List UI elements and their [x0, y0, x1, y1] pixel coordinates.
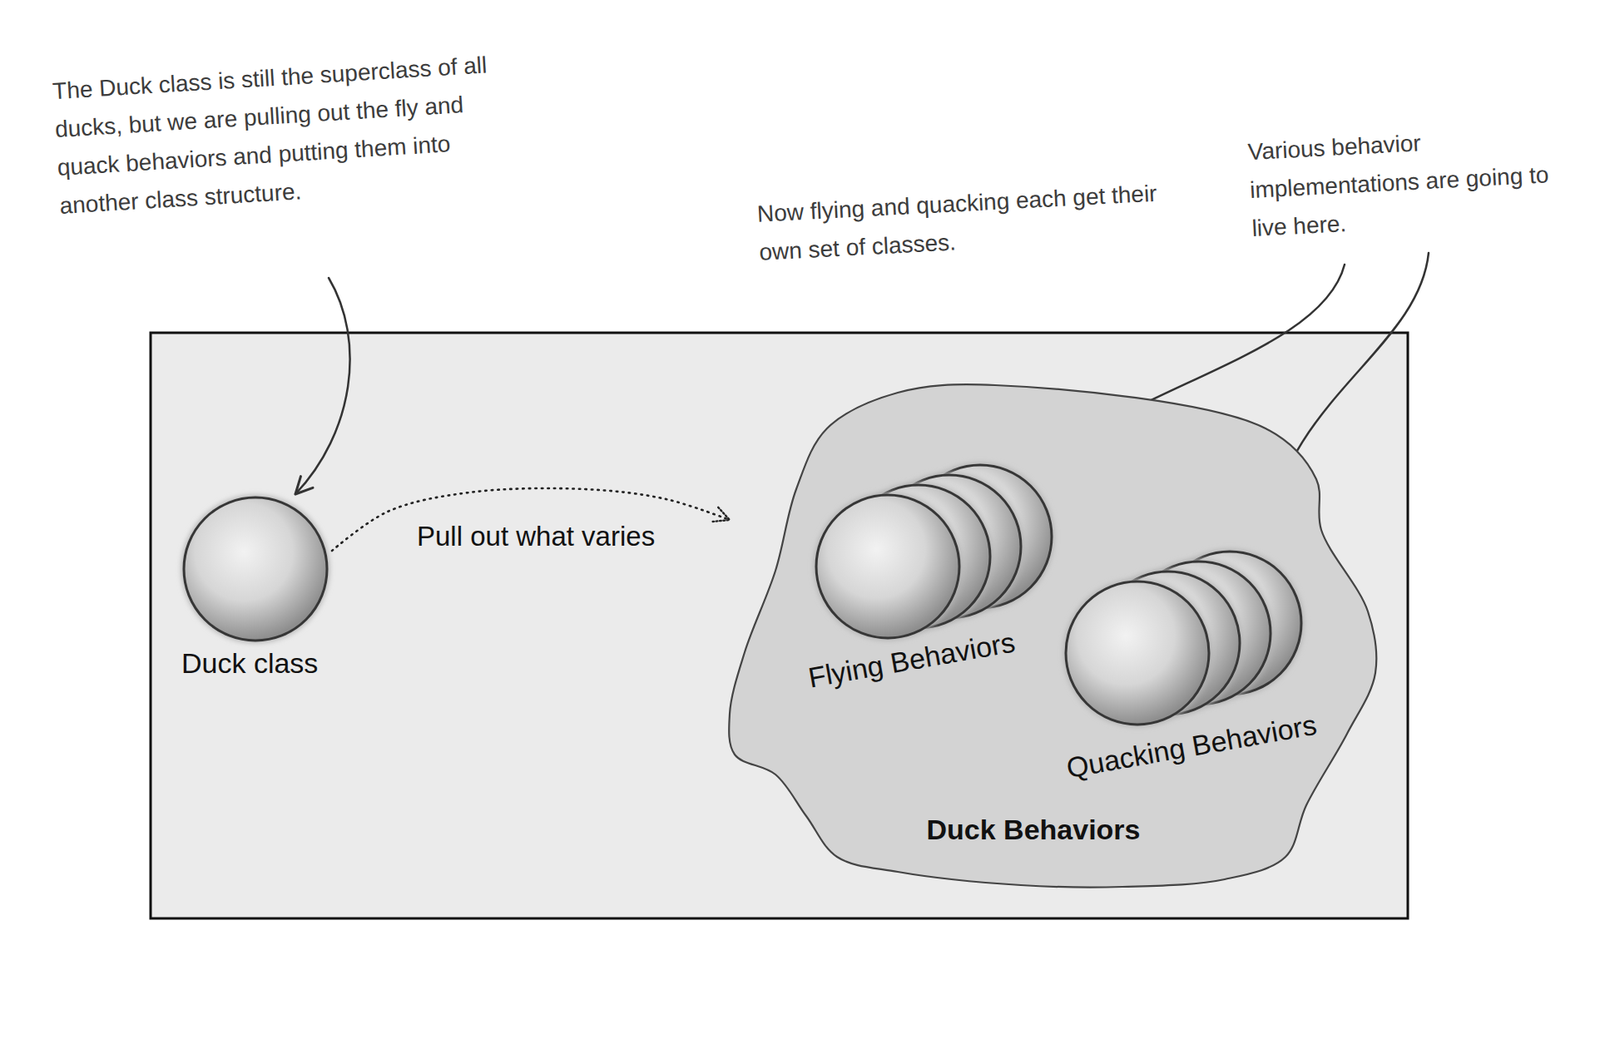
leader-line [295, 277, 351, 495]
note-holder: Now flying and quacking each get their o… [756, 173, 1168, 273]
class-ball-face [816, 495, 960, 639]
ball-shadow [181, 495, 330, 644]
class-ball [181, 495, 330, 644]
node-label: Duck class [181, 646, 318, 681]
ball-shadow [813, 492, 962, 641]
circle-stack-svg [178, 492, 332, 646]
class-circle: Quacking Behaviors [1060, 546, 1318, 764]
class-ball-face [1065, 581, 1209, 725]
class-ball [813, 492, 962, 641]
ball-shadow [1063, 579, 1212, 728]
blob-outline [728, 384, 1377, 887]
annotation-note: Now flying and quacking each get their o… [756, 173, 1168, 273]
class-ball-face [183, 497, 327, 641]
annotation-note: The Duck class is still the superclass o… [51, 44, 526, 226]
note-holder: The Duck class is still the superclass o… [51, 44, 526, 226]
note-holder: Various behavior implementations are goi… [1247, 116, 1574, 248]
edge-label: Pull out what varies [413, 520, 659, 553]
class-circle: Flying Behaviors [807, 460, 1058, 678]
class-ball [1063, 579, 1212, 728]
class-circle: Duck class [178, 492, 332, 681]
edge-label-holder: Pull out what varies [413, 520, 659, 553]
annotation-note: Various behavior implementations are goi… [1247, 116, 1574, 248]
circle-stack-svg [1060, 546, 1307, 730]
region-blob: Flying BehaviorsQuacking BehaviorsDuck B… [729, 385, 1378, 888]
node-label: Duck Behaviors [926, 812, 1141, 848]
circle-stack-svg [811, 460, 1057, 644]
